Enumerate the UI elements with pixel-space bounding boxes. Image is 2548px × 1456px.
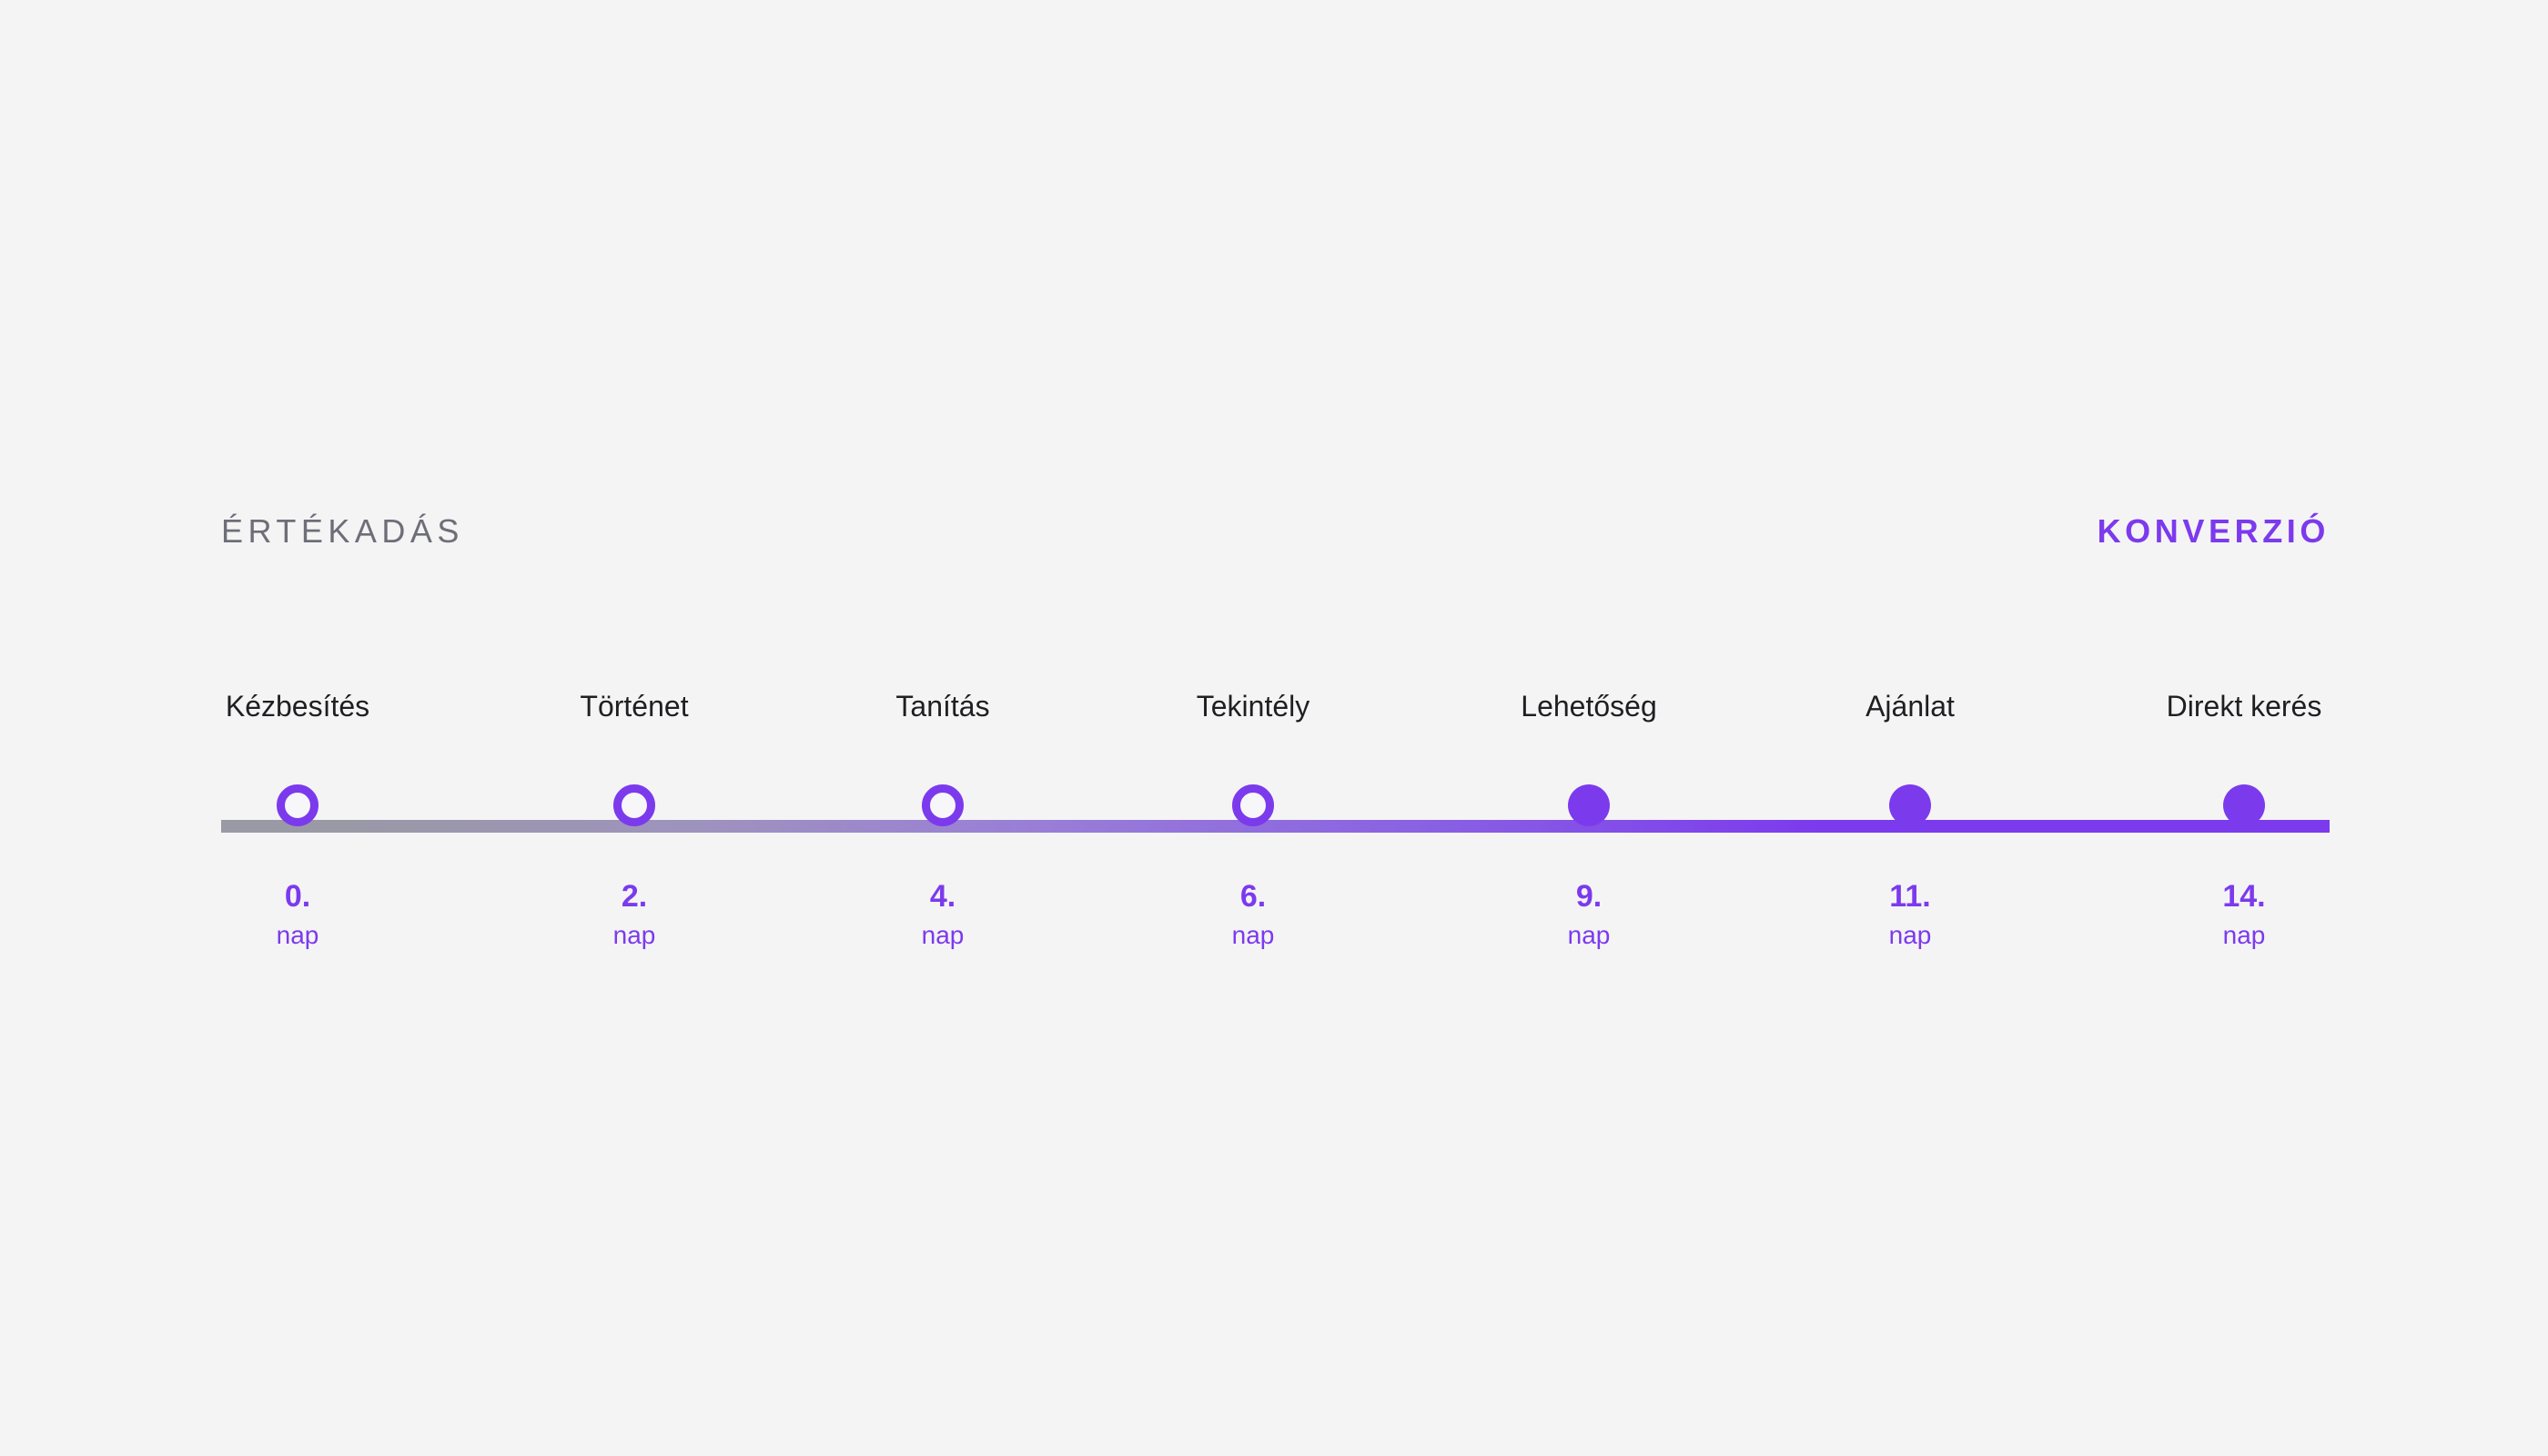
- section-caption-conversion: KONVERZIÓ: [2097, 512, 2330, 550]
- milestone-label: Tanítás: [895, 690, 990, 723]
- milestone-label: Tekintély: [1196, 690, 1310, 723]
- timeline-track: [221, 820, 2330, 833]
- milestone-label: Ajánlat: [1866, 690, 1955, 723]
- milestone-day-number: 9.: [1575, 879, 1603, 914]
- milestone-day-unit: nap: [2222, 921, 2266, 949]
- milestone-day-unit: nap: [1567, 921, 1611, 949]
- milestone-day-number: 0.: [284, 879, 311, 914]
- milestone-label: Kézbesítés: [225, 690, 370, 723]
- milestone-day-number: 4.: [929, 879, 956, 914]
- milestone-marker-filled-icon[interactable]: [2223, 784, 2265, 826]
- milestone-marker-hollow-icon[interactable]: [277, 784, 318, 826]
- milestone-marker-hollow-icon[interactable]: [613, 784, 655, 826]
- milestone-marker-filled-icon[interactable]: [1568, 784, 1610, 826]
- milestone-day-number: 11.: [1889, 879, 1931, 914]
- section-caption-value-delivery: ÉRTÉKADÁS: [221, 512, 464, 550]
- milestone-day-unit: nap: [921, 921, 965, 949]
- milestone-marker-filled-icon[interactable]: [1889, 784, 1931, 826]
- milestone-marker-hollow-icon[interactable]: [922, 784, 964, 826]
- milestone-label: Direkt kerés: [2166, 690, 2322, 723]
- milestone-label: Lehetőség: [1521, 690, 1657, 723]
- milestone-day-number: 14.: [2222, 879, 2266, 914]
- milestone-day-number: 6.: [1239, 879, 1267, 914]
- milestone-day-unit: nap: [1888, 921, 1932, 949]
- milestone-day-unit: nap: [276, 921, 319, 949]
- milestone-day-unit: nap: [1231, 921, 1275, 949]
- milestone-day-unit: nap: [612, 921, 656, 949]
- milestone-label: Történet: [580, 690, 689, 723]
- milestone-marker-hollow-icon[interactable]: [1232, 784, 1274, 826]
- milestone-day-number: 2.: [621, 879, 648, 914]
